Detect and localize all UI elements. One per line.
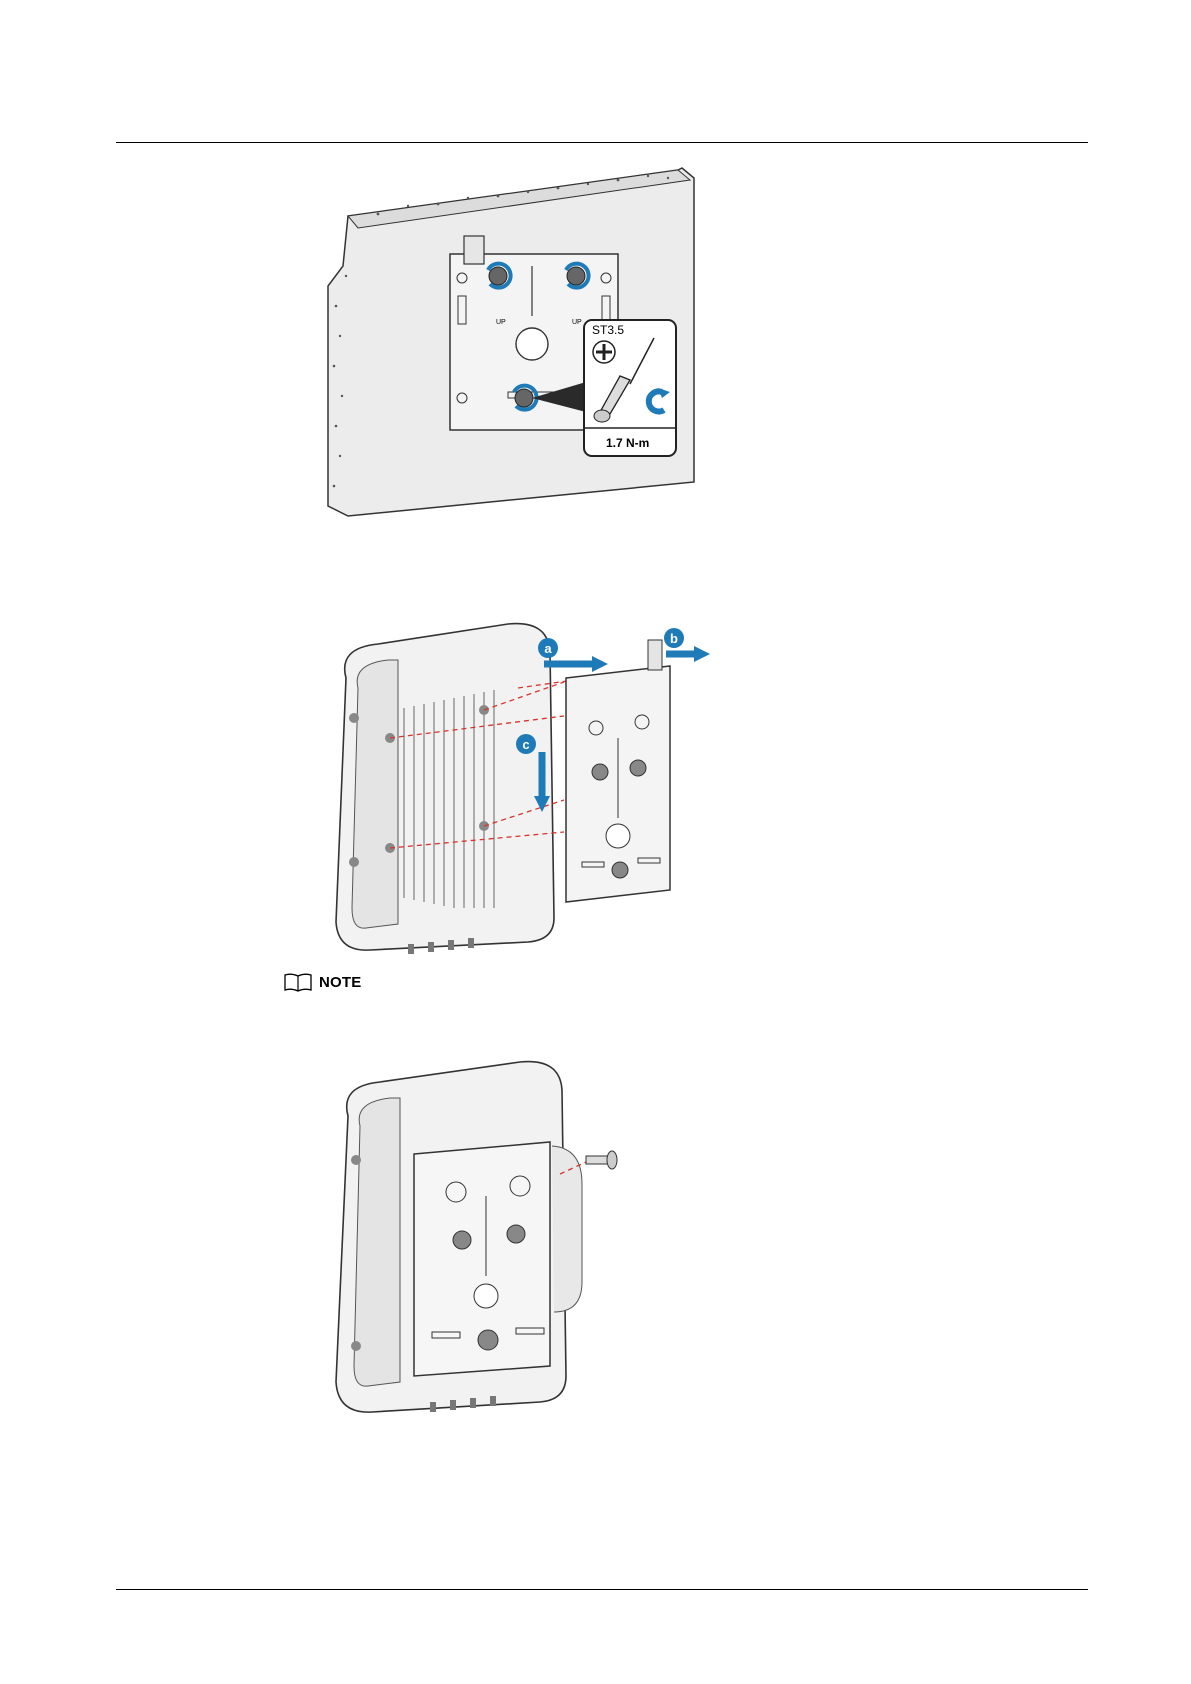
step-a-arrow: a — [538, 638, 608, 672]
footer-rule — [116, 1589, 1088, 1590]
note-label: NOTE — [319, 974, 361, 991]
wall-bracket-illustration: UP UP ST3.5 — [318, 166, 738, 518]
note-callout: NOTE — [283, 971, 361, 993]
figure-attached-bracket — [320, 1056, 640, 1428]
screw-top-left — [488, 264, 511, 288]
screw-top-right — [566, 264, 589, 288]
detach-bracket-illustration: a b c — [318, 618, 768, 960]
detached-bracket — [566, 640, 670, 902]
up-marker-left: UP — [496, 319, 506, 326]
open-book-icon — [283, 972, 313, 992]
step-b-arrow: b — [664, 628, 710, 662]
tool-size-label: ST3.5 — [592, 323, 624, 337]
step-c-badge: c — [522, 737, 529, 752]
up-marker-right: UP — [572, 319, 582, 326]
figure-wall-bracket: UP UP ST3.5 — [318, 166, 738, 518]
fastening-screw — [586, 1151, 617, 1169]
step-a-badge: a — [544, 641, 552, 656]
attached-bracket — [414, 1142, 550, 1376]
phillips-head-icon — [593, 341, 615, 363]
step-b-badge: b — [670, 631, 678, 646]
access-point-body — [336, 624, 554, 954]
screwdriver-callout: ST3.5 1.7 N-m — [584, 320, 676, 456]
header-rule — [116, 142, 1088, 143]
figure-detach-bracket: a b c — [318, 618, 768, 960]
screw-bottom — [514, 386, 537, 410]
torque-label: 1.7 N-m — [606, 436, 649, 450]
attached-bracket-illustration — [320, 1056, 640, 1428]
